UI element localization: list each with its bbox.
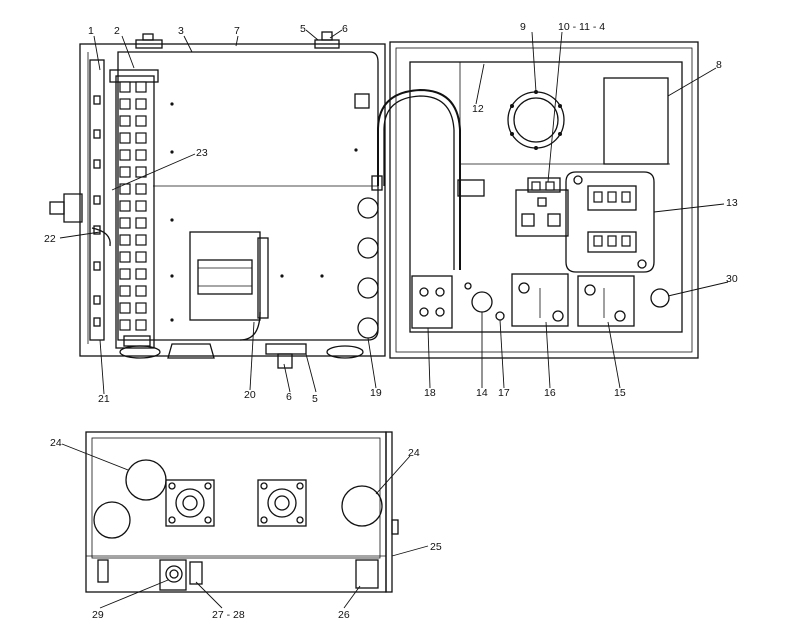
- callout-1: 1: [88, 25, 94, 37]
- callout-27-28: 27 - 28: [212, 609, 245, 621]
- callout-19: 19: [370, 387, 382, 399]
- callout-24-left: 24: [50, 437, 62, 449]
- callout-2: 2: [114, 25, 120, 37]
- bottom-receptacles: [165, 479, 307, 527]
- contactor: [515, 177, 569, 237]
- callout-20: 20: [244, 389, 256, 401]
- side-mounting-strip: [49, 59, 111, 341]
- callout-21: 21: [98, 393, 110, 405]
- callout-24-right: 24: [408, 447, 420, 459]
- callout-3: 3: [178, 25, 184, 37]
- callout-5-top: 5: [300, 23, 306, 35]
- callout-30: 30: [726, 273, 738, 285]
- callout-5-bottom: 5: [312, 393, 318, 405]
- bottom-fittings: [97, 559, 379, 591]
- callout-8: 8: [716, 59, 722, 71]
- bottom-knockouts: [93, 459, 383, 539]
- callout-25: 25: [430, 541, 442, 553]
- relay-module: [565, 171, 655, 273]
- lower-components: [411, 273, 670, 329]
- cable-clamp: [457, 179, 485, 197]
- callout-29: 29: [92, 609, 104, 621]
- callout-10-11-4: 10 - 11 - 4: [558, 21, 605, 33]
- callout-labels: 1 2 3 7 5 6 9 10 - 11 - 4 8 12 23 13 22 …: [44, 21, 738, 621]
- callout-15: 15: [614, 387, 626, 399]
- mounting-holes: [170, 102, 358, 322]
- right-enclosure: [389, 41, 699, 359]
- wiring-harness: [377, 88, 461, 270]
- callout-17: 17: [498, 387, 510, 399]
- callout-13: 13: [726, 197, 738, 209]
- transformer: [189, 231, 269, 341]
- callout-23: 23: [196, 147, 208, 159]
- leader-lines: [59, 29, 729, 609]
- callout-26: 26: [338, 609, 350, 621]
- callout-16: 16: [544, 387, 556, 399]
- callout-6-top: 6: [342, 23, 348, 35]
- callout-18: 18: [424, 387, 436, 399]
- terminal-block: [109, 69, 159, 349]
- callout-22: 22: [44, 233, 56, 245]
- callout-14: 14: [476, 387, 488, 399]
- callout-6-bottom: 6: [286, 391, 292, 403]
- callout-9: 9: [520, 21, 526, 33]
- left-enclosure: [79, 31, 386, 369]
- bottom-view-panel: [85, 431, 399, 593]
- callout-12: 12: [472, 103, 484, 115]
- callout-7: 7: [234, 25, 240, 37]
